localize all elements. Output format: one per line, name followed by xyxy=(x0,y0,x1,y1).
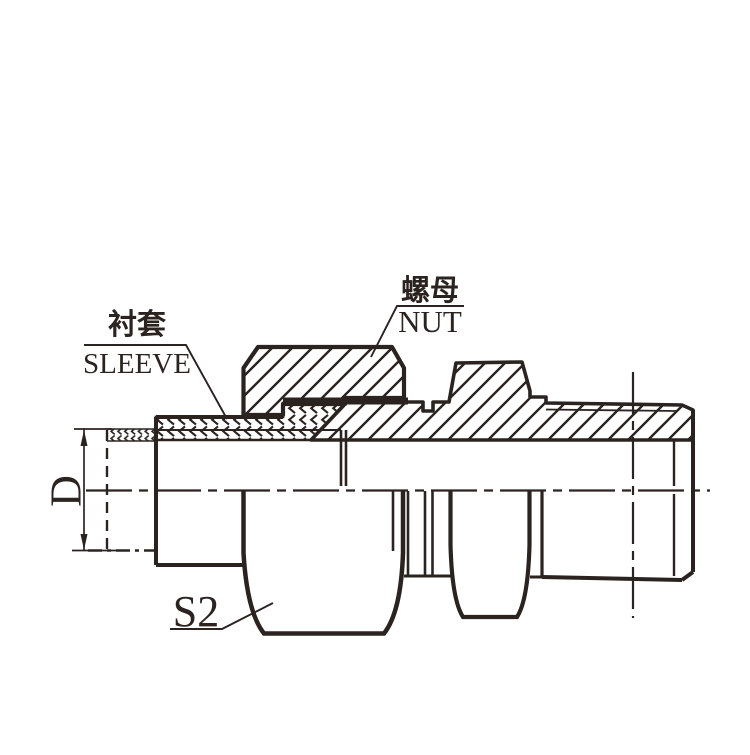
nut-label-en: NUT xyxy=(398,304,462,339)
nut-callout: 螺母 NUT xyxy=(370,273,464,358)
sleeve-label-zh: 衬套 xyxy=(108,307,166,341)
sleeve-section xyxy=(154,401,348,567)
hex-exterior xyxy=(448,491,532,620)
thread-exterior xyxy=(530,491,695,582)
nut-label-zh: 螺母 xyxy=(401,273,459,307)
dimension-D: D xyxy=(42,428,122,552)
tube-wall-section xyxy=(107,429,156,441)
dim-label-D: D xyxy=(42,475,91,507)
sleeve-label-en: SLEEVE xyxy=(83,348,191,380)
thread-root-line xyxy=(545,408,677,412)
body-section xyxy=(309,360,695,572)
sleeve-leader-line xyxy=(84,344,228,420)
s2-label: S2 xyxy=(173,587,219,636)
nut-exterior xyxy=(241,491,406,636)
nut-leader-line xyxy=(370,305,464,358)
dim-arrow-down xyxy=(80,534,88,550)
dim-arrow-up xyxy=(80,430,88,446)
s2-leader-line xyxy=(170,602,274,630)
s2-callout: S2 xyxy=(170,587,274,636)
sleeve-callout: 衬套 SLEEVE xyxy=(83,307,228,420)
body-neck-exterior xyxy=(404,491,451,578)
